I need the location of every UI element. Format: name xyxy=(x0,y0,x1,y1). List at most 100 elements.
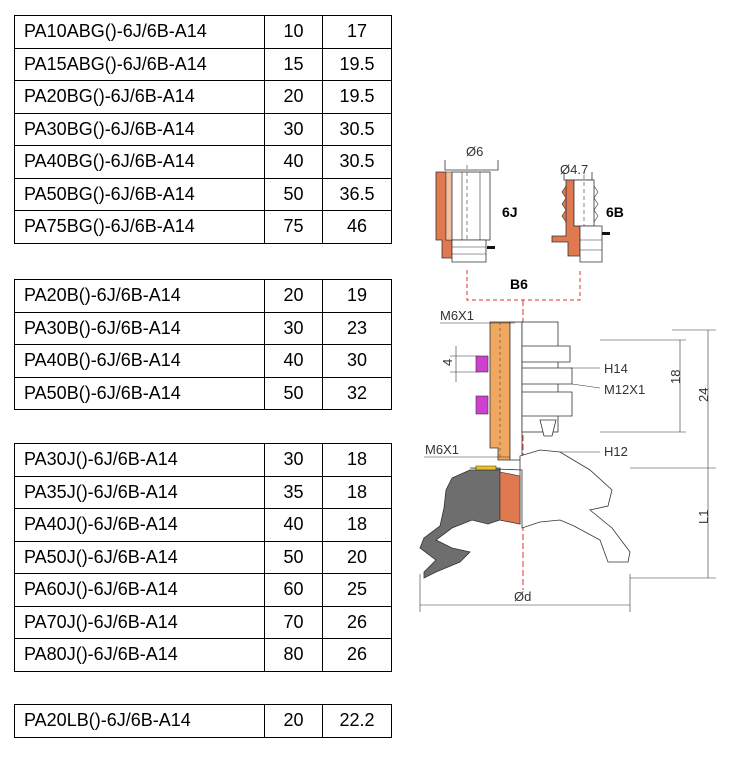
dim-od: Ød xyxy=(514,589,531,604)
model-cell: PA60J()-6J/6B-A14 xyxy=(14,573,265,607)
model-cell: PA35J()-6J/6B-A14 xyxy=(14,475,265,509)
fitting-6b: Ø4.7 6B xyxy=(551,162,624,263)
label-m12x1: M12X1 xyxy=(604,382,645,397)
suction-cup-drawing: Ø6 6J Ø4.7 6B xyxy=(419,144,716,612)
model-cell: PA70J()-6J/6B-A14 xyxy=(14,605,265,639)
model-cell: PA15ABG()-6J/6B-A14 xyxy=(14,47,265,81)
diameter-cell: 40 xyxy=(264,344,323,378)
l1-cell: 20 xyxy=(322,540,392,574)
l1-cell: 26 xyxy=(322,638,392,672)
label-h12: H12 xyxy=(604,444,628,459)
dim-24: 24 xyxy=(696,388,711,402)
bellows-cup xyxy=(419,449,631,579)
model-cell: PA50BG()-6J/6B-A14 xyxy=(14,177,265,211)
diameter-cell: 50 xyxy=(264,376,323,410)
label-6b: 6B xyxy=(606,204,624,220)
diameter-cell: 50 xyxy=(264,177,323,211)
model-cell: PA80J()-6J/6B-A14 xyxy=(14,638,265,672)
diameter-cell: 20 xyxy=(264,704,323,738)
thread-m6x1-top: M6X1 xyxy=(440,308,474,323)
l1-cell: 19.5 xyxy=(322,47,392,81)
diameter-cell: 30 xyxy=(264,443,323,477)
diameter-cell: 40 xyxy=(264,145,323,179)
diameter-cell: 40 xyxy=(264,508,323,542)
dim-18: 18 xyxy=(668,370,683,384)
l1-cell: 22.2 xyxy=(322,704,392,738)
l1-cell: 25 xyxy=(322,573,392,607)
model-cell: PA30J()-6J/6B-A14 xyxy=(14,443,265,477)
model-cell: PA50J()-6J/6B-A14 xyxy=(14,540,265,574)
l1-cell: 19.5 xyxy=(322,80,392,114)
diameter-cell: 30 xyxy=(264,112,323,146)
model-cell: PA30B()-6J/6B-A14 xyxy=(14,311,265,345)
l1-cell: 36.5 xyxy=(322,177,392,211)
label-6j: 6J xyxy=(502,204,518,220)
l1-cell: 30 xyxy=(322,344,392,378)
diameter-cell: 35 xyxy=(264,475,323,509)
model-cell: PA40B()-6J/6B-A14 xyxy=(14,344,265,378)
model-cell: PA20B()-6J/6B-A14 xyxy=(14,279,265,313)
model-cell: PA10ABG()-6J/6B-A14 xyxy=(14,15,265,49)
diameter-cell: 50 xyxy=(264,540,323,574)
diameter-cell: 80 xyxy=(264,638,323,672)
l1-cell: 17 xyxy=(322,15,392,49)
thread-m6x1-lower: M6X1 xyxy=(425,442,459,457)
diameter-cell: 15 xyxy=(264,47,323,81)
cup-body xyxy=(475,321,573,461)
dimension-annotations: M6X1 H14 M12X1 H12 M6X1 4 18 24 xyxy=(419,308,716,612)
label-b6: B6 xyxy=(510,276,528,292)
diameter-cell: 70 xyxy=(264,605,323,639)
l1-cell: 46 xyxy=(322,210,392,244)
l1-cell: 30.5 xyxy=(322,112,392,146)
l1-cell: 19 xyxy=(322,279,392,313)
diameter-cell: 20 xyxy=(264,279,323,313)
l1-cell: 26 xyxy=(322,605,392,639)
l1-cell: 23 xyxy=(322,311,392,345)
model-cell: PA40BG()-6J/6B-A14 xyxy=(14,145,265,179)
dia-4-7-label: Ø4.7 xyxy=(560,162,588,177)
diameter-cell: 30 xyxy=(264,311,323,345)
model-cell: PA20BG()-6J/6B-A14 xyxy=(14,80,265,114)
dim-4: 4 xyxy=(440,359,455,366)
l1-cell: 18 xyxy=(322,443,392,477)
l1-cell: 30.5 xyxy=(322,145,392,179)
l1-cell: 32 xyxy=(322,376,392,410)
model-cell: PA50B()-6J/6B-A14 xyxy=(14,376,265,410)
l1-cell: 18 xyxy=(322,508,392,542)
fitting-6j: Ø6 6J xyxy=(435,144,518,263)
diameter-cell: 75 xyxy=(264,210,323,244)
label-h14: H14 xyxy=(604,361,628,376)
model-cell: PA20LB()-6J/6B-A14 xyxy=(14,704,265,738)
model-cell: PA30BG()-6J/6B-A14 xyxy=(14,112,265,146)
l1-cell: 18 xyxy=(322,475,392,509)
diameter-cell: 10 xyxy=(264,15,323,49)
dia-6-label: Ø6 xyxy=(466,144,483,159)
dim-l1: L1 xyxy=(696,510,711,524)
model-cell: PA75BG()-6J/6B-A14 xyxy=(14,210,265,244)
model-cell: PA40J()-6J/6B-A14 xyxy=(14,508,265,542)
diameter-cell: 60 xyxy=(264,573,323,607)
diameter-cell: 20 xyxy=(264,80,323,114)
